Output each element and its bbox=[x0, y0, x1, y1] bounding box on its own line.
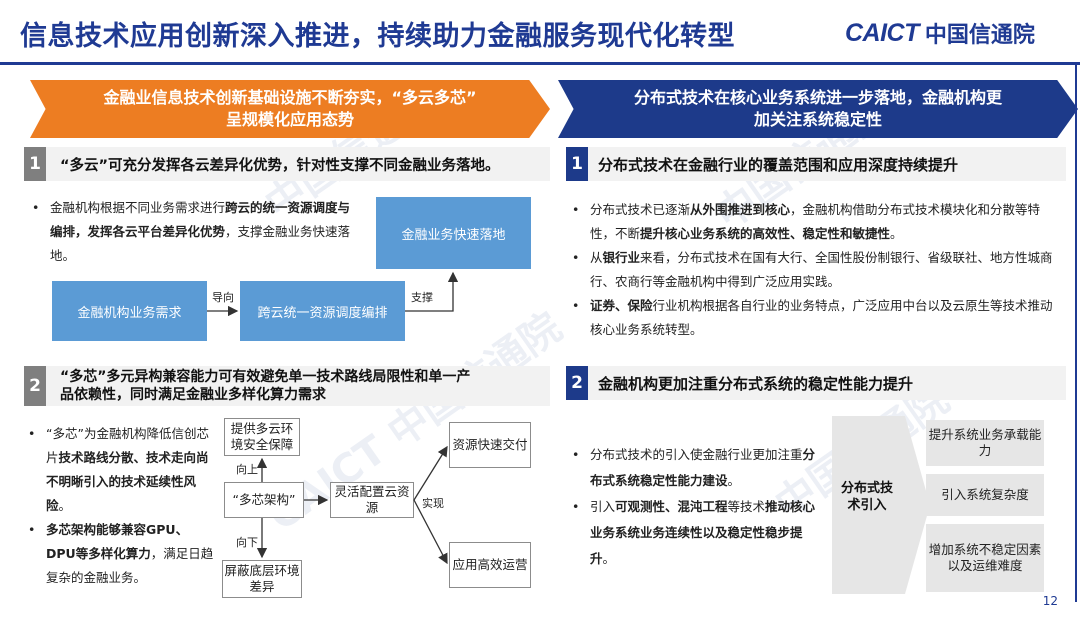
outcome-instability-box: 增加系统不稳定因素以及运维难度 bbox=[926, 524, 1044, 592]
right-sec2-header: 2 金融机构更加注重分布式系统的稳定性能力提升 bbox=[566, 366, 1066, 400]
caict-logo: CAICT 中国信通院 bbox=[845, 16, 1035, 50]
right-sec1-header: 1 分布式技术在金融行业的覆盖范围和应用深度持续提升 bbox=[566, 147, 1066, 181]
flow-schedule-box: 跨云统一资源调度编排 bbox=[240, 281, 405, 341]
distributed-center-label: 分布式技术引入 bbox=[840, 481, 893, 513]
diagram-down-label: 向下 bbox=[236, 536, 258, 549]
diagram-fast-box: 资源快速交付 bbox=[449, 422, 531, 468]
flow-need-box: 金融机构业务需求 bbox=[52, 281, 207, 341]
list-item: 分布式技术的引入使金融行业更加注重分布式系统稳定性能力建设。 bbox=[568, 442, 818, 494]
right-banner-line2: 加关注系统稳定性 bbox=[753, 110, 882, 129]
diagram-flex-box: 灵活配置云资源 bbox=[330, 482, 414, 518]
left-sec2-header: 2 “多芯”多元异构兼容能力可有效避免单一技术路线局限性和单一产 品依赖性，同时… bbox=[24, 366, 550, 406]
diagram-top-box: 提供多云环境安全保障 bbox=[224, 418, 300, 456]
page-number: 12 bbox=[1042, 594, 1058, 608]
page-title: 信息技术应用创新深入推进，持续助力金融服务现代化转型 bbox=[20, 21, 735, 52]
diagram-bottom-box: 屏蔽底层环境差异 bbox=[222, 560, 302, 598]
left-sec2-bullets: “多芯”为金融机构降低信创芯片技术路线分散、技术走向尚不明晰引入的技术延续性风险… bbox=[24, 422, 214, 590]
right-banner-line1: 分布式技术在核心业务系统进一步落地，金融机构更 bbox=[633, 88, 1002, 107]
right-sec1-title: 分布式技术在金融行业的覆盖范围和应用深度持续提升 bbox=[598, 155, 959, 174]
diagram-up-label: 向上 bbox=[236, 463, 258, 476]
right-sec1-number: 1 bbox=[566, 147, 588, 181]
list-item: 证券、保险行业机构根据各自行业的业务特点，广泛应用中台以及云原生等技术推动核心业… bbox=[568, 294, 1062, 342]
left-sec1-bullets: 金融机构根据不同业务需求进行跨云的统一资源调度与编排，发挥各云平台差异化优势，支… bbox=[28, 196, 358, 268]
left-sec2-title: “多芯”多元异构兼容能力可有效避免单一技术路线局限性和单一产 品依赖性，同时满足… bbox=[60, 369, 471, 403]
title-rule bbox=[0, 62, 1080, 65]
list-item: 多芯架构能够兼容GPU、DPU等多样化算力，满足日趋复杂的金融业务。 bbox=[24, 518, 214, 590]
left-banner: 金融业信息技术创新基础设施不断夯实，“多云多芯” 呈规模化应用态势 bbox=[30, 80, 550, 138]
list-item: 从银行业来看，分布式技术在国有大行、全国性股份制银行、省级联社、地方性城商行、农… bbox=[568, 246, 1062, 294]
list-item: 分布式技术已逐渐从外围推进到核心，金融机构借助分布式技术模块化和分散等特性，不断… bbox=[568, 198, 1062, 246]
right-edge-rule bbox=[1075, 62, 1077, 602]
left-sec2-number: 2 bbox=[24, 366, 46, 406]
right-sec1-bullets: 分布式技术已逐渐从外围推进到核心，金融机构借助分布式技术模块化和分散等特性，不断… bbox=[568, 198, 1062, 342]
right-banner: 分布式技术在核心业务系统进一步落地，金融机构更 加关注系统稳定性 bbox=[558, 80, 1078, 138]
outcome-capacity-box: 提升系统业务承载能力 bbox=[926, 420, 1044, 466]
logo-cn: 中国信通院 bbox=[924, 23, 1035, 48]
right-sec2-title: 金融机构更加注重分布式系统的稳定性能力提升 bbox=[598, 374, 914, 393]
left-banner-line2: 呈规模化应用态势 bbox=[225, 110, 354, 129]
list-item: 金融机构根据不同业务需求进行跨云的统一资源调度与编排，发挥各云平台差异化优势，支… bbox=[28, 196, 358, 268]
right-sec2-number: 2 bbox=[566, 366, 588, 400]
left-sec1-title: “多云”可充分发挥各云差异化优势，针对性支撑不同金融业务落地。 bbox=[60, 157, 500, 174]
left-sec1-header: 1 “多云”可充分发挥各云差异化优势，针对性支撑不同金融业务落地。 bbox=[24, 147, 550, 181]
flow-guide-label: 导向 bbox=[212, 291, 234, 304]
logo-en: CAICT bbox=[845, 18, 919, 47]
diagram-ops-box: 应用高效运营 bbox=[449, 542, 531, 588]
diagram-realize-label: 实现 bbox=[422, 497, 444, 510]
flow-support-label: 支撑 bbox=[411, 291, 433, 304]
diagram-center-box: “多芯架构” bbox=[224, 482, 304, 518]
left-sec1-number: 1 bbox=[24, 147, 46, 181]
list-item: “多芯”为金融机构降低信创芯片技术路线分散、技术走向尚不明晰引入的技术延续性风险… bbox=[24, 422, 214, 518]
right-sec2-bullets: 分布式技术的引入使金融行业更加注重分布式系统稳定性能力建设。 引入可观测性、混沌… bbox=[568, 442, 818, 572]
left-banner-line1: 金融业信息技术创新基础设施不断夯实，“多云多芯” bbox=[103, 88, 477, 107]
flow-landing-box: 金融业务快速落地 bbox=[376, 197, 531, 269]
list-item: 引入可观测性、混沌工程等技术推动核心业务系统业务连续性以及稳定性稳步提升。 bbox=[568, 494, 818, 572]
outcome-complexity-box: 引入系统复杂度 bbox=[926, 474, 1044, 516]
